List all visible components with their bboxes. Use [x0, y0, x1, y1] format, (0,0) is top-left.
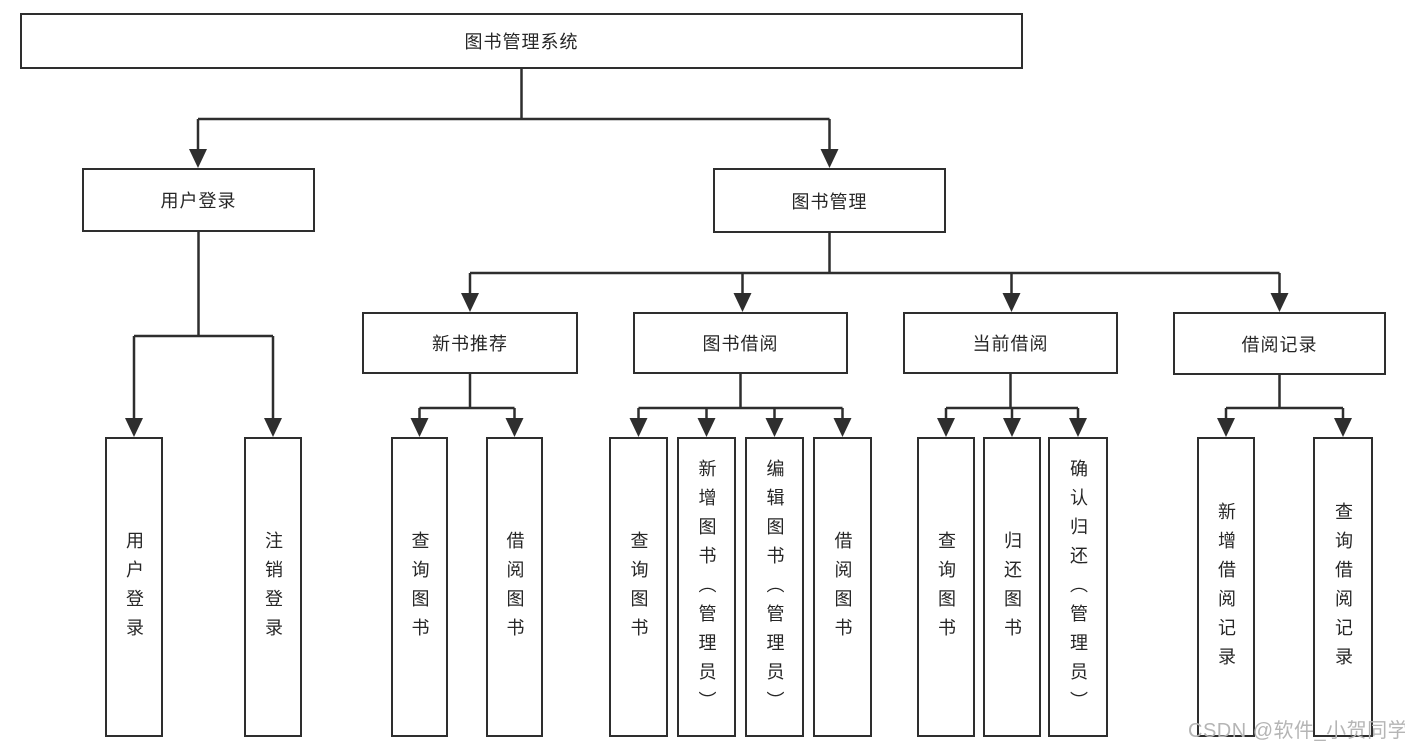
leaf-label: 编辑图书（管理员）	[764, 458, 785, 720]
edge-new-book-to-leaves	[410, 373, 524, 437]
leaf-edit-book-admin: 编辑图书（管理员）	[745, 437, 804, 737]
leaf-label: 注销登录	[263, 531, 283, 647]
edge-book-management-to-level3	[461, 232, 1289, 312]
leaf-label: 新增图书（管理员）	[696, 458, 717, 720]
edge-current-borrow-to-leaves	[937, 373, 1087, 437]
leaf-query-books-current: 查询图书	[917, 437, 975, 737]
leaf-add-book-admin: 新增图书（管理员）	[677, 437, 736, 737]
node-label: 图书管理系统	[464, 32, 579, 52]
leaf-label: 查询图书	[628, 531, 649, 647]
edge-borrow-records-to-leaves	[1217, 374, 1352, 437]
node-book-management: 图书管理	[713, 168, 946, 233]
leaf-label: 查询借阅记录	[1333, 502, 1353, 676]
leaf-label: 确认归还（管理员）	[1068, 458, 1088, 720]
node-label: 用户登录	[160, 191, 237, 211]
leaf-label: 查询图书	[409, 531, 430, 647]
leaf-query-books-recommend: 查询图书	[391, 437, 448, 737]
edge-user-login-to-leaves	[125, 231, 282, 437]
leaf-label: 借阅图书	[504, 531, 525, 647]
csdn-watermark: CSDN @软件_小贺同学	[1188, 720, 1405, 742]
leaf-logout-login: 注销登录	[244, 437, 302, 737]
node-new-book-recommend: 新书推荐	[362, 312, 578, 374]
node-label: 新书推荐	[432, 334, 508, 354]
edge-root-to-level2	[189, 68, 839, 168]
leaf-label: 归还图书	[1002, 531, 1022, 647]
node-label: 当前借阅	[972, 334, 1049, 354]
leaf-label: 查询图书	[936, 531, 956, 647]
leaf-borrow-books: 借阅图书	[813, 437, 872, 737]
leaf-label: 用户登录	[124, 531, 144, 647]
node-book-borrow: 图书借阅	[633, 312, 848, 374]
node-current-borrow: 当前借阅	[903, 312, 1118, 374]
leaf-return-books: 归还图书	[983, 437, 1041, 737]
leaf-label: 新增借阅记录	[1216, 502, 1236, 676]
leaf-query-books-borrow: 查询图书	[609, 437, 668, 737]
leaf-user-login: 用户登录	[105, 437, 163, 737]
node-library-management-system: 图书管理系统	[20, 13, 1023, 69]
node-label: 图书借阅	[702, 334, 779, 354]
node-borrow-records: 借阅记录	[1173, 312, 1386, 375]
node-label: 图书管理	[791, 191, 868, 212]
leaf-label: 借阅图书	[832, 531, 853, 647]
leaf-borrow-books-recommend: 借阅图书	[486, 437, 543, 737]
leaf-query-borrow-record: 查询借阅记录	[1313, 437, 1373, 737]
leaf-add-borrow-record: 新增借阅记录	[1197, 437, 1255, 737]
edge-book-borrow-to-leaves	[629, 373, 852, 437]
leaf-confirm-return-admin: 确认归还（管理员）	[1048, 437, 1108, 737]
node-user-login: 用户登录	[82, 168, 315, 232]
node-label: 借阅记录	[1241, 334, 1318, 355]
